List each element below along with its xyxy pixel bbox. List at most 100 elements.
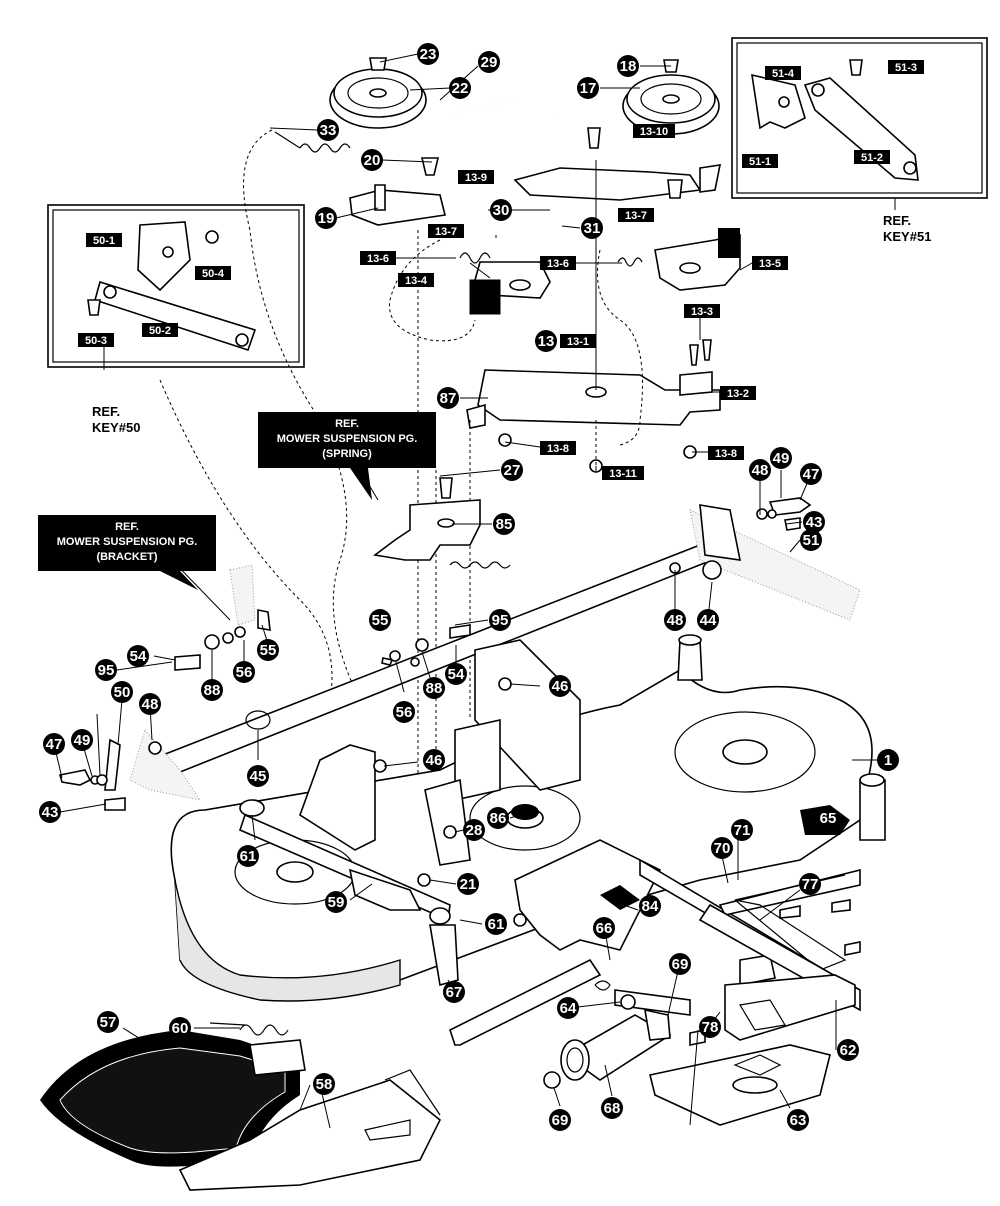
callout-number: 63 (790, 1112, 807, 1129)
callout-number: 56 (396, 704, 413, 721)
callout-number: 78 (702, 1019, 719, 1036)
callout-number: 62 (840, 1042, 857, 1059)
callout-number: 54 (448, 666, 465, 683)
callout-number: 85 (496, 516, 513, 533)
callout-number: 49 (773, 450, 790, 467)
callout: 20 (361, 149, 383, 171)
callout: 31 (581, 217, 603, 239)
box-label: 51-1 (742, 154, 778, 168)
box-label-text: 50-3 (85, 335, 107, 347)
spring-45 (245, 710, 271, 730)
box-label-text: 13-8 (547, 443, 569, 455)
box-label: 13-8 (708, 446, 744, 460)
box-label: 50-1 (86, 233, 122, 247)
bolts-rear (734, 874, 861, 956)
chute-hinge-60 (209, 1022, 306, 1076)
callout: 21 (457, 873, 479, 895)
box-label-text: 13-8 (715, 448, 737, 460)
box-label-text: 13-7 (435, 226, 457, 238)
callout: 54 (127, 645, 149, 667)
callout: 60 (169, 1017, 191, 1039)
callout-number: 43 (42, 804, 59, 821)
hardware-54-95-88 (174, 609, 471, 671)
callout: 88 (423, 677, 445, 699)
callout-number: 44 (700, 612, 717, 629)
callout: 55 (257, 639, 279, 661)
callout-number: 31 (584, 220, 601, 237)
callout: 70 (711, 837, 733, 859)
callout-number: 48 (667, 612, 684, 629)
ref-key51-line1: REF. (883, 213, 911, 228)
box-label: 13-1 (560, 334, 596, 348)
callout: 1 (877, 749, 899, 771)
box-label-text: 51-3 (895, 62, 917, 74)
box-label: 13-6 (360, 251, 396, 265)
box-label: 50-2 (142, 323, 178, 337)
rod-29 (330, 88, 554, 162)
callout-number: 86 (490, 810, 507, 827)
callout-number: 30 (493, 202, 510, 219)
callout-number: 47 (803, 466, 820, 483)
callout: 22 (449, 77, 471, 99)
ref-key51: REF. KEY#51 (883, 213, 931, 244)
box-label-text: 13-7 (625, 210, 647, 222)
callout: 68 (601, 1097, 623, 1119)
box-label-text: 51-4 (772, 68, 795, 80)
callout-number: 43 (806, 514, 823, 531)
ref-bracket-line2: MOWER SUSPENSION PG. (57, 536, 198, 548)
callout-number: 55 (372, 612, 389, 629)
callout-number: 20 (364, 152, 381, 169)
box-label: 13-2 (720, 386, 756, 400)
callout: 69 (549, 1109, 571, 1131)
callout: 33 (317, 119, 339, 141)
callout: 95 (489, 609, 511, 631)
callout-number: 19 (318, 210, 335, 227)
callout-number: 45 (250, 768, 267, 785)
callout: 77 (799, 873, 821, 895)
callout: 84 (639, 895, 661, 917)
callout-number: 66 (596, 920, 613, 937)
callout: 46 (423, 749, 445, 771)
box-label-text: 13-1 (567, 336, 589, 348)
callout: 59 (325, 891, 347, 913)
callout: 58 (313, 1073, 335, 1095)
callout: 67 (443, 981, 465, 1003)
mounting-plate-13 (466, 369, 721, 473)
callout-number: 48 (752, 462, 769, 479)
callout-number: 61 (488, 916, 505, 933)
callout-number: 46 (552, 678, 569, 695)
box-label: 13-7 (618, 208, 654, 222)
callout-number: 49 (74, 732, 91, 749)
callout: 18 (617, 55, 639, 77)
callout: 86 (487, 807, 509, 829)
spring-33 (274, 131, 351, 153)
callout: 61 (485, 913, 507, 935)
box-label: 13-4 (398, 273, 434, 287)
callout-number: 56 (236, 664, 253, 681)
callout-number: 88 (204, 682, 221, 699)
idler-pulley-left (329, 57, 427, 129)
callout: 56 (393, 701, 415, 723)
deflector-58 (178, 1069, 442, 1191)
callout: 66 (593, 917, 615, 939)
callout-number: 17 (580, 80, 597, 97)
callout-number: 18 (620, 58, 637, 75)
callout-number: 69 (672, 956, 689, 973)
callout: 50 (111, 681, 133, 703)
callout: 88 (201, 679, 223, 701)
bracket-85 (373, 477, 481, 561)
ref-note-bracket: REF. MOWER SUSPENSION PG. (BRACKET) (38, 515, 216, 590)
callout-number: 29 (481, 54, 498, 71)
callout: 48 (664, 609, 686, 631)
box-label: 13-7 (428, 224, 464, 238)
ref-note-spring: REF. MOWER SUSPENSION PG. (SPRING) (258, 412, 436, 500)
callout: 49 (770, 447, 792, 469)
callout-number: 88 (426, 680, 443, 697)
callout-number: 68 (604, 1100, 621, 1117)
ref-spring-line1: REF. (335, 418, 359, 430)
callout: 55 (369, 609, 391, 631)
ref-key50-line2: KEY#50 (92, 420, 140, 435)
box-label: 51-2 (854, 150, 890, 164)
inset-key51 (731, 37, 988, 199)
